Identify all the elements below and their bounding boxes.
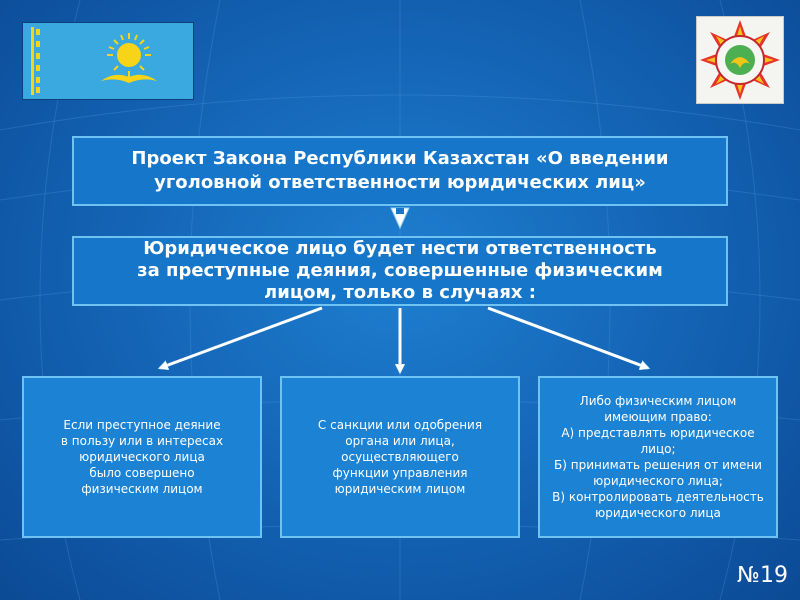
case-box-1: Если преступное деяние в пользу или в ин… bbox=[22, 376, 262, 538]
law-title-box: Проект Закона Республики Казахстан «О вв… bbox=[72, 136, 728, 206]
case-1-line: физическим лицом bbox=[81, 482, 203, 496]
emblem-icon bbox=[700, 20, 780, 100]
case-box-3: Либо физическим лицом имеющим право: А) … bbox=[538, 376, 778, 538]
case-3-line: лицо; bbox=[640, 442, 676, 456]
statement-line-3: лицом, только в случаях : bbox=[264, 282, 536, 303]
emblem bbox=[696, 16, 784, 104]
case-2-line: С санкции или одобрения bbox=[317, 418, 483, 432]
case-2-line: функции управления bbox=[332, 466, 468, 480]
flag-icon bbox=[23, 23, 193, 99]
case-3-line: Либо физическим лицом bbox=[579, 394, 737, 408]
case-2-line: юридическим лицом bbox=[334, 482, 466, 496]
case-2-line: осуществляющего bbox=[341, 450, 459, 464]
case-3-line: А) представлять юридическое bbox=[561, 426, 755, 440]
case-3-line: В) контролировать деятельность bbox=[552, 490, 764, 504]
statement-line-1: Юридическое лицо будет нести ответственн… bbox=[143, 238, 657, 259]
slide-number: №19 bbox=[737, 563, 788, 588]
case-3-line: имеющим право: bbox=[604, 410, 712, 424]
case-1-line: в пользу или в интересах bbox=[60, 434, 224, 448]
case-3-line: юридического лица; bbox=[593, 474, 723, 488]
case-1-line: Если преступное деяние bbox=[63, 418, 221, 432]
law-title-line-1: Проект Закона Республики Казахстан «О вв… bbox=[131, 148, 669, 169]
statement-line-2: за преступные деяния, совершенные физиче… bbox=[137, 260, 663, 281]
case-1-line: было совершено bbox=[89, 466, 195, 480]
case-3-line: юридического лица bbox=[595, 506, 721, 520]
kazakhstan-flag bbox=[22, 22, 194, 100]
case-3-line: Б) принимать решения от имени bbox=[554, 458, 762, 472]
liability-statement-box: Юридическое лицо будет нести ответственн… bbox=[72, 236, 728, 306]
case-2-line: органа или лица, bbox=[345, 434, 455, 448]
case-box-2: С санкции или одобрения органа или лица,… bbox=[280, 376, 520, 538]
case-1-line: юридического лица bbox=[79, 450, 205, 464]
law-title-line-2: уголовной ответственности юридических ли… bbox=[154, 172, 646, 193]
